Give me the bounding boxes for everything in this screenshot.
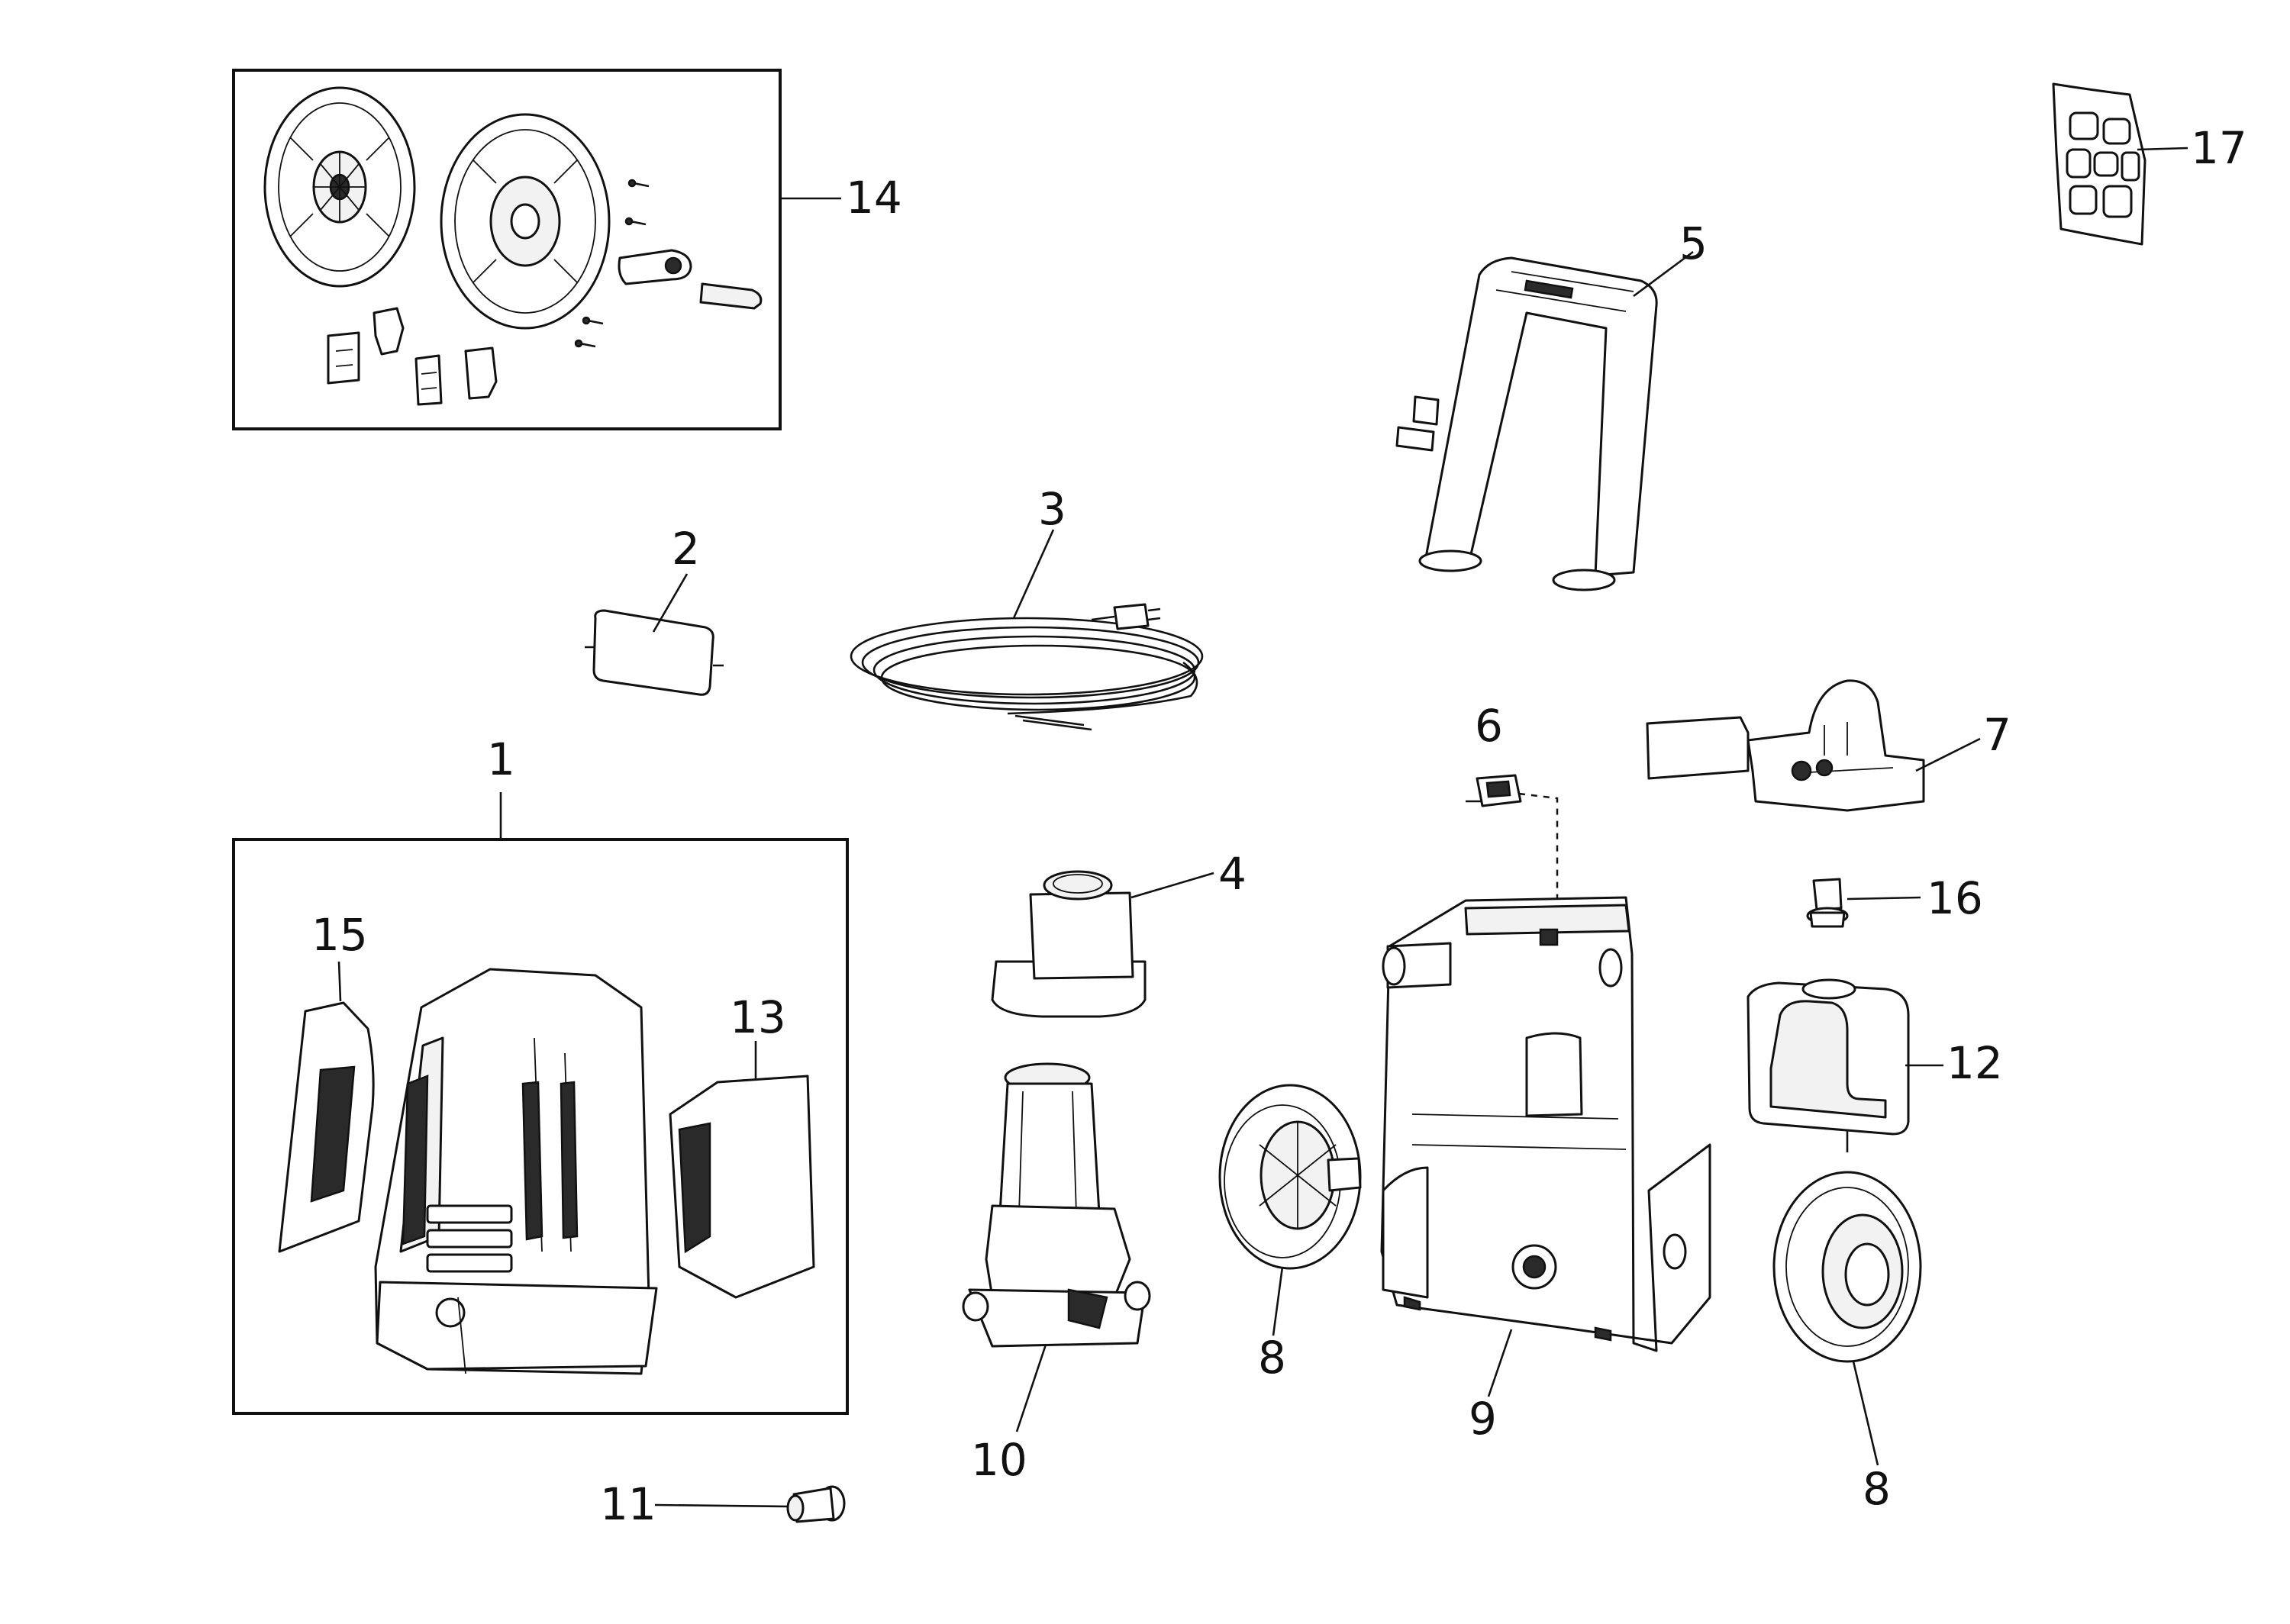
callout-8-right: 8 — [1863, 1463, 1891, 1515]
leader-11 — [654, 1503, 789, 1508]
callout-14: 14 — [846, 172, 902, 224]
leader-7 — [1915, 737, 1981, 772]
leader-2 — [652, 573, 689, 633]
part-10-motor-pump — [962, 1062, 1151, 1348]
leader-8b — [1852, 1361, 1879, 1466]
callout-11: 11 — [600, 1478, 656, 1530]
part-14-hose-reel-kit — [232, 69, 782, 430]
part-3-power-cord — [850, 603, 1204, 731]
leader-5 — [1633, 250, 1694, 298]
callout-16: 16 — [1927, 872, 1983, 924]
callout-2: 2 — [672, 523, 700, 575]
part-12-tank — [1747, 978, 1910, 1152]
leader-16 — [1847, 896, 1921, 901]
callout-17: 17 — [2191, 122, 2247, 174]
callout-9: 9 — [1469, 1393, 1497, 1445]
callout-7: 7 — [1983, 709, 2011, 761]
part-8-wheel-right — [1772, 1171, 1922, 1363]
part-16-cap — [1806, 878, 1849, 928]
leader-17 — [2137, 147, 2188, 151]
leader-10 — [1015, 1344, 1047, 1432]
part-8-wheel-left — [1218, 1084, 1362, 1270]
part-7-bracket — [1646, 679, 1925, 812]
leader-4 — [1130, 872, 1214, 899]
part-1-housing-kit — [232, 838, 849, 1415]
callout-4: 4 — [1218, 848, 1247, 900]
part-2-plate — [585, 609, 724, 696]
callout-3: 3 — [1038, 483, 1066, 535]
part-5-handle — [1395, 256, 1658, 591]
callout-5: 5 — [1679, 218, 1708, 269]
callout-1: 1 — [487, 733, 515, 785]
part-14-kit-box — [232, 69, 782, 430]
callout-10: 10 — [971, 1434, 1027, 1486]
part-11-inlet — [786, 1485, 846, 1523]
callout-6: 6 — [1475, 700, 1503, 752]
callout-8-left: 8 — [1258, 1332, 1286, 1384]
callout-15: 15 — [311, 909, 368, 961]
leader-9 — [1487, 1329, 1513, 1397]
callout-13: 13 — [730, 991, 786, 1043]
part-9-frame — [1380, 896, 1711, 1352]
leader-lines — [337, 147, 2188, 1508]
callout-12: 12 — [1946, 1037, 2003, 1089]
leader-3 — [1012, 529, 1055, 619]
part-1-kit-box — [232, 838, 849, 1415]
part-17-label-sheet — [2052, 82, 2146, 246]
part-6-switch — [1466, 774, 1559, 916]
leader-8a — [1272, 1266, 1284, 1336]
part-4-holder — [991, 870, 1147, 1018]
leader-15 — [337, 961, 342, 1002]
